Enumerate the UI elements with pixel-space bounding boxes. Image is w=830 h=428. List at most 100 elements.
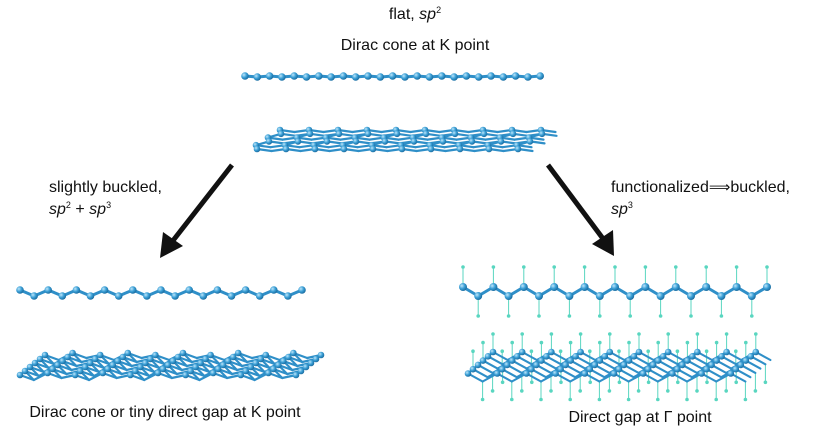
hydrogen-atom (637, 332, 641, 336)
atom (474, 361, 482, 369)
atom (219, 361, 227, 369)
atom (702, 283, 711, 291)
atom (615, 365, 623, 373)
atom (498, 365, 506, 373)
slightly-buckled-label: slightly buckled, (49, 179, 162, 196)
atom (277, 130, 285, 138)
hydrogen-atom (582, 265, 587, 269)
atom (237, 371, 245, 379)
atom (290, 72, 299, 80)
hydrogen-atom (704, 349, 709, 354)
atom (464, 370, 472, 377)
atom (307, 359, 315, 367)
atom (450, 73, 458, 81)
atom (535, 292, 543, 300)
atom (44, 369, 51, 377)
atom (514, 145, 522, 153)
atom (302, 363, 310, 371)
atom (708, 361, 715, 369)
atom (252, 359, 260, 367)
hydrogen-atom (530, 380, 534, 385)
hydrogen-atom (568, 397, 572, 402)
atom (422, 130, 430, 138)
atom (290, 349, 297, 357)
hydrogen-atom (734, 380, 738, 385)
hydrogen-atom (607, 389, 612, 393)
atom (413, 72, 422, 80)
hydrogen-atom (719, 314, 724, 318)
atom (550, 283, 559, 291)
atom (469, 365, 477, 373)
hydrogen-atom (552, 265, 556, 269)
atom (202, 355, 209, 363)
atom (654, 357, 662, 364)
atom (213, 286, 222, 294)
hydrogen-atom (695, 332, 700, 336)
atom (518, 348, 526, 356)
hydrogen-atom (617, 349, 621, 354)
atom (671, 283, 680, 291)
atom (388, 72, 397, 80)
atom (99, 369, 107, 377)
atom (679, 361, 686, 369)
atom (284, 292, 292, 300)
atom (152, 351, 159, 359)
atom (86, 292, 95, 300)
atom (513, 353, 521, 360)
atom (100, 286, 109, 294)
atom (72, 286, 81, 294)
hydrogen-atom (666, 389, 670, 393)
atom (639, 370, 647, 377)
hydrogen-atom (539, 340, 544, 345)
atom (504, 292, 513, 300)
arrow-head-right (592, 230, 614, 256)
atom (114, 357, 122, 365)
atom (253, 73, 262, 81)
atom (689, 353, 696, 360)
atom (31, 359, 39, 367)
atom (164, 361, 172, 369)
atom (659, 353, 667, 360)
hydrogen-atom (500, 380, 505, 385)
atom (567, 357, 574, 364)
hydrogen-atom (704, 265, 708, 269)
atom (306, 130, 314, 138)
atom (538, 130, 546, 138)
hydrogen-atom (476, 314, 481, 318)
atom (96, 351, 104, 359)
hydrogen-atom (597, 397, 602, 402)
atom (124, 349, 132, 357)
atom (182, 371, 189, 379)
atom (474, 292, 483, 300)
hydrogen-atom (724, 389, 728, 393)
atom (302, 73, 311, 81)
hydrogen-atom (506, 314, 511, 318)
hydrogen-atom (627, 340, 631, 345)
atom (523, 370, 530, 377)
hydrogen-atom (675, 349, 680, 354)
atom (185, 286, 193, 294)
atom (351, 73, 360, 81)
atom (487, 72, 495, 80)
atom (595, 292, 604, 300)
hydrogen-atom (613, 265, 617, 269)
atom (687, 292, 695, 300)
hydrogen-atom (646, 349, 650, 354)
atom (257, 355, 265, 363)
functionalized-buckled-side-view (459, 265, 771, 318)
atom (459, 283, 467, 291)
hydrogen-atom (743, 397, 748, 402)
hydrogen-atom (636, 389, 641, 393)
atom (586, 365, 594, 373)
atom (275, 361, 282, 369)
atom (493, 370, 501, 377)
hydrogen-atom (549, 332, 554, 336)
flat-graphene-side-view (241, 72, 544, 81)
hydrogen-atom (724, 332, 729, 336)
flat-sp2-label: flat, sp2 (388, 5, 442, 24)
atom (484, 353, 492, 360)
atom (591, 361, 599, 369)
atom (393, 130, 401, 138)
slightly-buckled-side-view (16, 286, 306, 300)
functionalized-buckled-perspective-view (464, 332, 772, 402)
